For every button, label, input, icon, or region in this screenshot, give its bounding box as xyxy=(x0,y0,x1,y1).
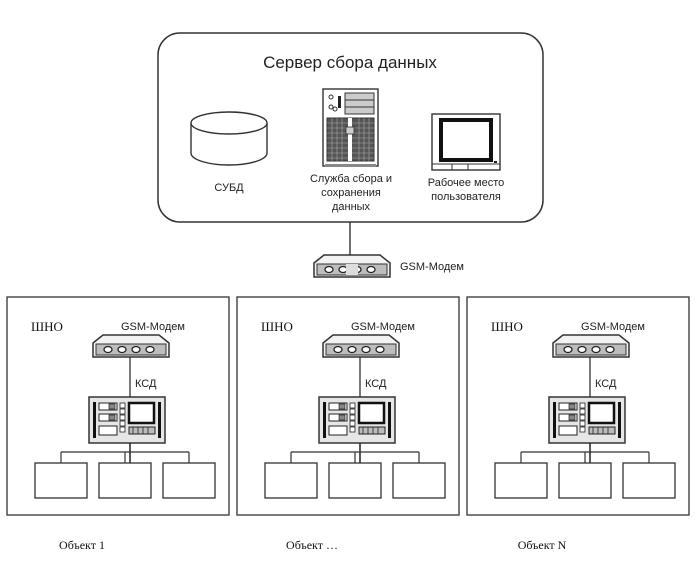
workstation-monitor-icon xyxy=(431,113,501,171)
service-label-line1: Служба сбора и xyxy=(310,173,392,185)
gsm-modem-icon xyxy=(552,334,630,358)
gsm-modem-icon xyxy=(322,334,400,358)
server-modem-label: GSM-Модем xyxy=(400,261,464,273)
server-tower-icon xyxy=(322,88,379,167)
field-device xyxy=(558,462,612,499)
site-caption: Объект 1 xyxy=(59,538,105,552)
controller-icon xyxy=(547,395,627,445)
site-caption: Объект … xyxy=(286,538,338,552)
site-caption: Объект N xyxy=(518,538,567,552)
site-name: ШНО xyxy=(491,319,523,334)
controller-icon xyxy=(87,395,167,445)
field-device xyxy=(494,462,548,499)
field-device xyxy=(328,462,382,499)
server-gsm-modem-icon xyxy=(313,254,391,278)
field-device xyxy=(162,462,216,499)
server-title: Сервер сбора данных xyxy=(263,53,437,72)
service-label-line3: данных xyxy=(332,201,371,213)
field-device xyxy=(264,462,318,499)
site-modem-label: GSM-Модем xyxy=(351,321,415,333)
workstation-label-line1: Рабочее место xyxy=(428,177,505,189)
field-device xyxy=(392,462,446,499)
server-group: Сервер сбора данных СУБД xyxy=(157,32,544,278)
gsm-modem-icon xyxy=(92,334,170,358)
database-icon xyxy=(190,111,268,166)
field-device xyxy=(622,462,676,499)
field-device xyxy=(98,462,152,499)
controller-label: КСД xyxy=(135,378,157,390)
site-modem-label: GSM-Модем xyxy=(581,321,645,333)
controller-label: КСД xyxy=(365,378,387,390)
site-name: ШНО xyxy=(261,319,293,334)
controller-label: КСД xyxy=(595,378,617,390)
workstation-label-line2: пользователя xyxy=(431,191,501,203)
field-device xyxy=(34,462,88,499)
service-label-line2: сохранения xyxy=(321,187,381,199)
dbms-label: СУБД xyxy=(214,182,244,194)
controller-icon xyxy=(317,395,397,445)
site-modem-label: GSM-Модем xyxy=(121,321,185,333)
site-name: ШНО xyxy=(31,319,63,334)
